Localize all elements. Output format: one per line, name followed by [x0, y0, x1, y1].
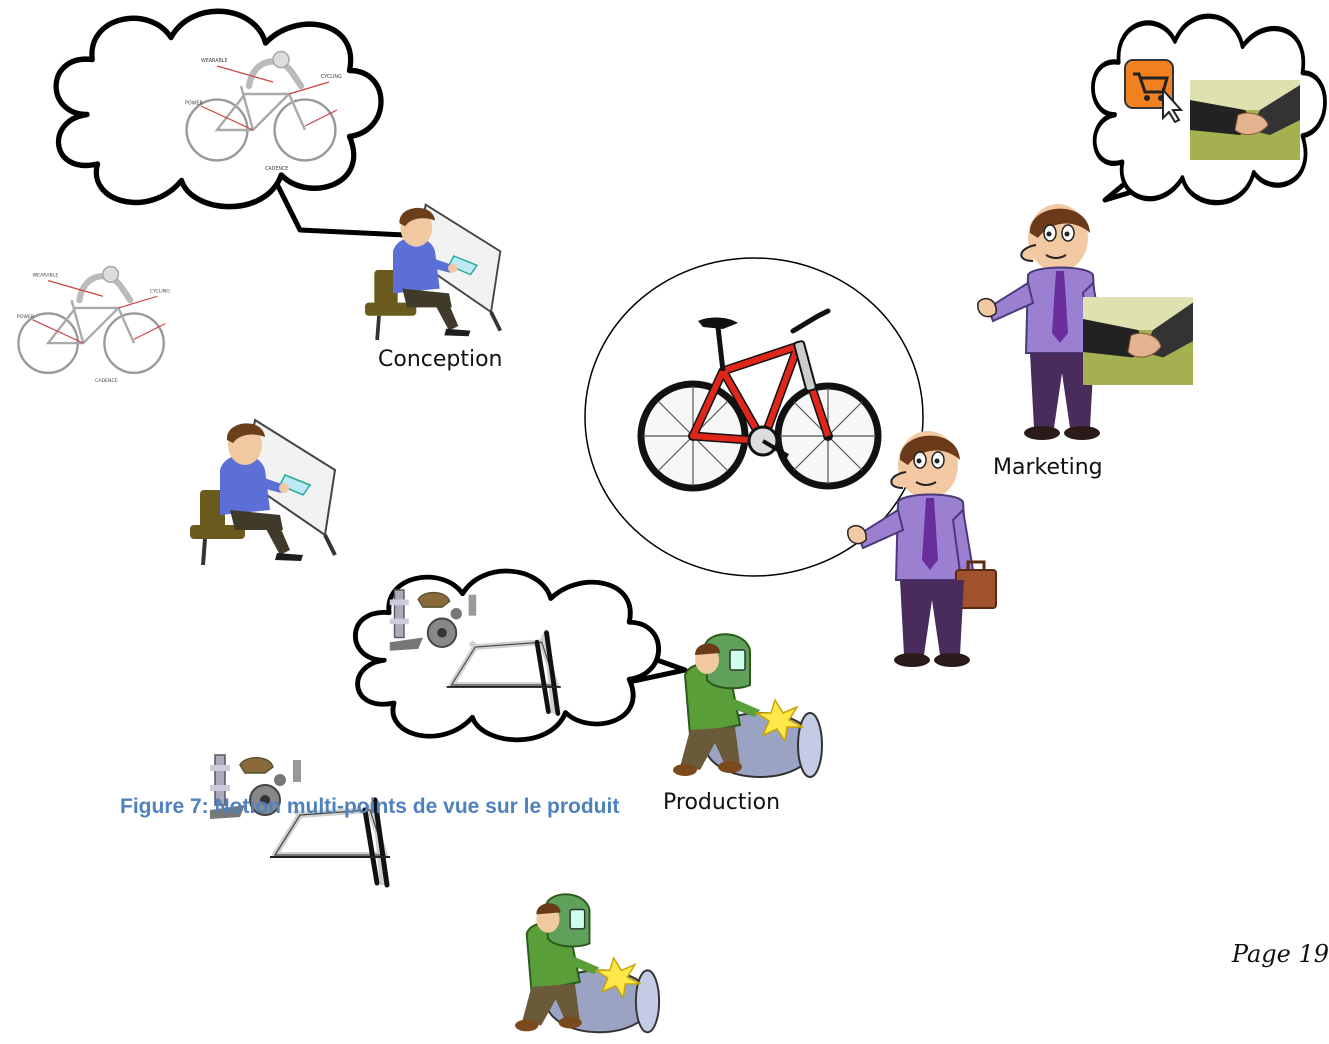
handshake-icon [1189, 79, 1301, 161]
page-number: Page 19 [1231, 940, 1329, 968]
production-label: Production [663, 790, 781, 815]
bicycle-icon [637, 308, 882, 492]
shopping-cart-icon [1124, 59, 1184, 124]
handshake-icon [1082, 296, 1194, 389]
marketing-label: Marketing [993, 455, 1103, 480]
welder-icon [645, 633, 825, 789]
production-thought-bubble [345, 570, 705, 744]
designer-at-drafting-table-icon [355, 200, 515, 344]
conception-label: Conception [378, 347, 503, 372]
bike-parts-icon [205, 755, 405, 894]
businessman-icon [846, 429, 1008, 674]
bike-sensor-diagram-icon [5, 265, 185, 394]
product-circle [583, 256, 925, 582]
figure-caption: Figure 7: Notion multi-points de vue sur… [120, 795, 620, 818]
marketing-thought-bubble [1085, 15, 1329, 229]
conception-thought-bubble [45, 10, 435, 244]
welder-icon [485, 893, 665, 1044]
designer-at-drafting-table-icon [185, 415, 345, 569]
